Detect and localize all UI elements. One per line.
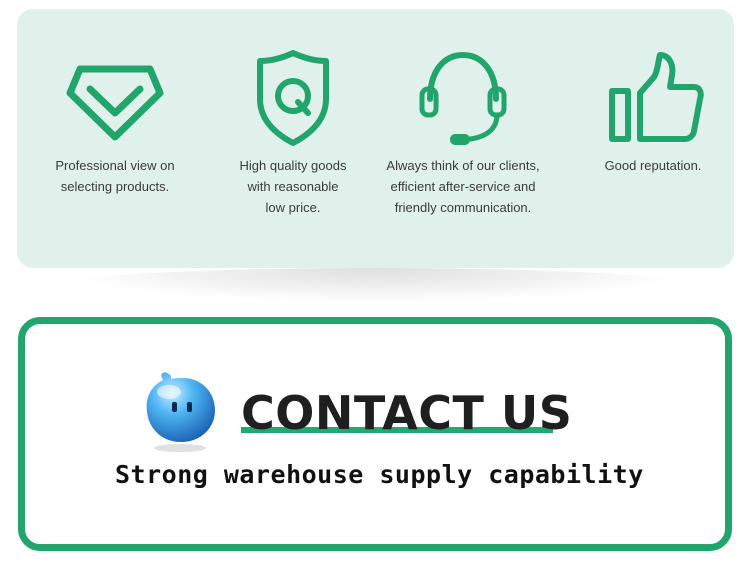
feature-professional-view: Professional view on selecting products. <box>39 9 191 268</box>
feature-caption: Good reputation. <box>604 158 702 173</box>
feature-good-reputation: Good reputation. <box>577 9 729 268</box>
shield-q-icon <box>238 49 348 149</box>
feature-customer-service: Always think of our clients, efficient a… <box>369 9 557 268</box>
thumbs-up-icon <box>598 49 708 149</box>
contact-title: CONTACT US <box>241 386 573 440</box>
contact-card: CONTACT US Strong warehouse supply capab… <box>18 317 732 551</box>
chat-bubble-mascot-icon <box>139 368 221 454</box>
feature-caption: High quality goods with reasonable low p… <box>239 158 347 215</box>
contact-subtitle: Strong warehouse supply capability <box>115 460 644 489</box>
diamond-check-icon <box>60 49 170 149</box>
title-accent <box>241 427 553 433</box>
features-panel: Professional view on selecting products.… <box>17 9 734 268</box>
headset-icon <box>408 49 518 149</box>
feature-caption: Professional view on selecting products. <box>55 158 175 194</box>
panel-shadow <box>60 268 690 302</box>
feature-caption: Always think of our clients, efficient a… <box>386 158 540 215</box>
feature-high-quality: High quality goods with reasonable low p… <box>213 9 373 268</box>
